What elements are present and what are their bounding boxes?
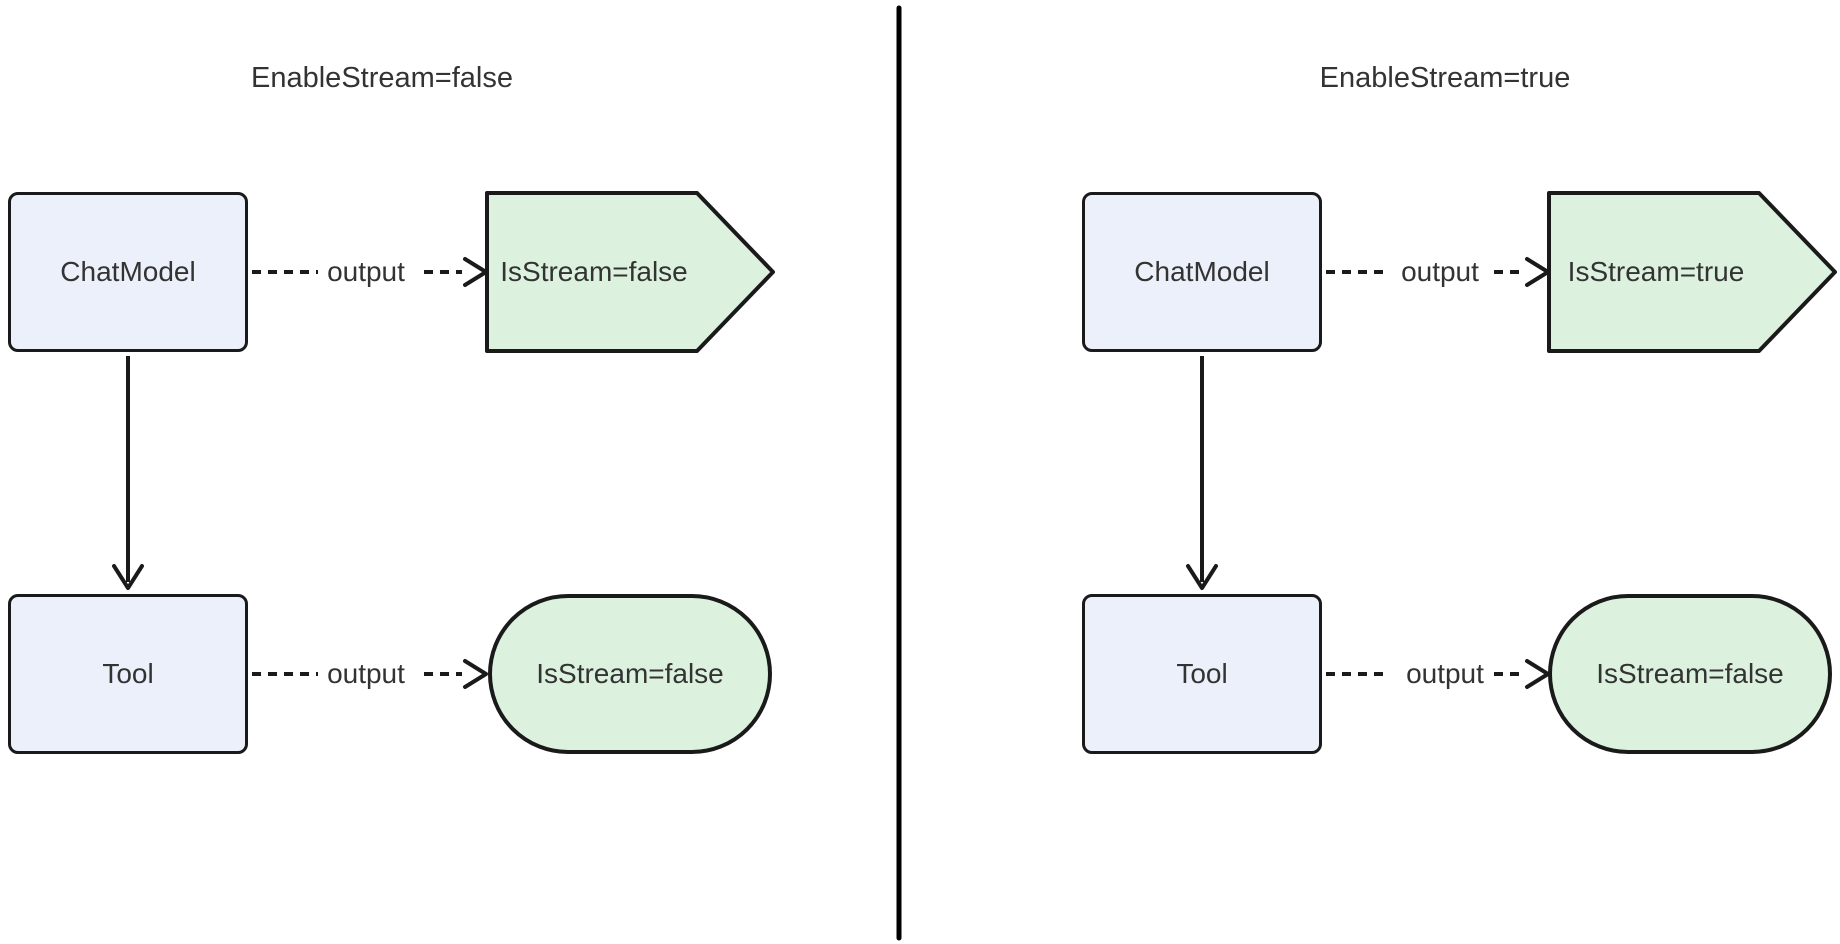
right-node-isstream-stadium-label: IsStream=false <box>1596 658 1784 689</box>
left-panel-title: EnableStream=false <box>251 61 513 94</box>
right-node-tool: Tool <box>1082 594 1322 754</box>
left-edge-tool-to-output <box>252 659 488 689</box>
left-node-isstream-stadium-label: IsStream=false <box>536 658 724 689</box>
right-node-chatmodel-label: ChatModel <box>1134 256 1270 287</box>
right-edge-label-output-bottom: output <box>1406 658 1484 689</box>
right-node-isstream-pentagon <box>1547 191 1837 353</box>
right-panel-title: EnableStream=true <box>1319 61 1571 94</box>
left-edge-label-output-top: output <box>327 256 405 287</box>
right-edge-label-output-top: output <box>1401 256 1479 287</box>
right-node-chatmodel: ChatModel <box>1082 192 1322 352</box>
left-node-isstream-stadium: IsStream=false <box>488 594 772 754</box>
left-node-tool: Tool <box>8 594 248 754</box>
right-node-tool-label: Tool <box>1176 658 1228 689</box>
left-node-isstream-pentagon <box>485 191 775 353</box>
right-edge-chatmodel-to-tool <box>1186 356 1218 590</box>
left-node-isstream-pentagon-label: IsStream=false <box>500 256 688 287</box>
right-node-isstream-stadium: IsStream=false <box>1548 594 1832 754</box>
right-node-isstream-pentagon-label: IsStream=true <box>1567 256 1745 287</box>
left-edge-label-output-bottom: output <box>327 658 405 689</box>
left-node-chatmodel: ChatModel <box>8 192 248 352</box>
left-edge-chatmodel-to-tool <box>112 356 144 590</box>
left-node-tool-label: Tool <box>102 658 154 689</box>
left-node-chatmodel-label: ChatModel <box>60 256 196 287</box>
